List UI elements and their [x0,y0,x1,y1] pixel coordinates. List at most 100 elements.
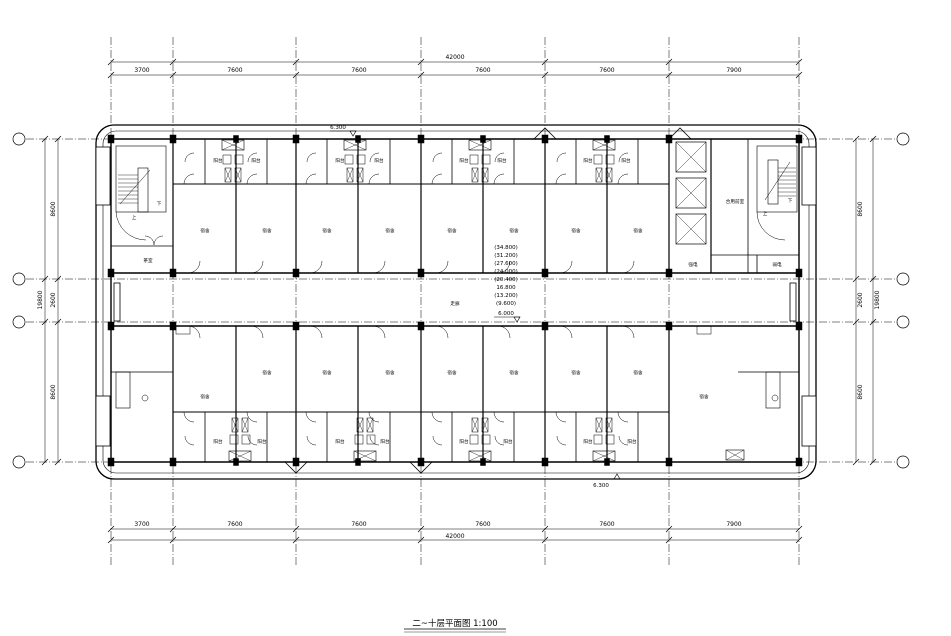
basin [481,434,491,445]
vertical-dim-label-right: 8600 [857,201,864,216]
room-label-weak: 弱电 [772,261,782,268]
shaft-box [592,139,616,151]
dim-tick [107,536,115,544]
dim-tick [169,58,177,66]
door-swing [497,260,511,274]
room-label-dorm: 宿舍 [633,227,643,234]
door-swing [250,325,264,339]
stair-up-label: 上 [763,210,768,217]
dim-tick [169,71,177,79]
room-label-balcony: 阳台 [251,157,261,164]
dim-tick [417,58,425,66]
door-swing [497,325,511,339]
shower-box [481,417,489,433]
row-axis-bubble-right [896,132,910,146]
room-label-dorm: 宿舍 [262,369,272,376]
room-label-dorm: 宿舍 [322,369,332,376]
shower-cross [346,167,354,183]
door-swing [305,173,317,185]
room-label-balcony: 阳台 [583,157,593,164]
total-dim-label-bottom: 42000 [445,533,464,540]
vertical-total-right: 19800 [874,290,881,309]
shower-box [471,417,479,433]
room-label-balcony: 阳台 [380,438,390,445]
door-swing [183,411,195,423]
corridor-end-window [113,282,121,322]
door-swing [372,325,386,339]
dim-tick [292,525,300,533]
dim-tick [541,536,549,544]
shower-cross [595,167,603,183]
sink [696,325,712,335]
level-list-entry: (9.600) [496,301,516,307]
shower-cross [241,417,249,433]
structural-column [541,321,549,331]
dim-tick [169,536,177,544]
row-axis-bubble-left [12,455,26,469]
dim-label-bottom: 7600 [227,521,242,528]
shower-box [481,167,489,183]
shower-cross [356,167,364,183]
structural-column [417,268,425,278]
room-label-balcony: 阳台 [459,438,469,445]
shaft-box [343,139,367,151]
room-label-balcony: 阳台 [257,438,267,445]
dim-label-bottom: 7600 [475,521,490,528]
dim-tick [869,135,877,143]
dim-tick [417,525,425,533]
dim-tick [795,71,803,79]
dim-tick [541,525,549,533]
dim-tick [41,275,49,283]
building-inner-wall [102,130,810,474]
door-swing [369,152,380,163]
elevator-car [675,141,707,173]
room-label-balcony: 阳台 [213,157,223,164]
dim-label-top: 7600 [475,67,490,74]
dim-tick [41,135,49,143]
door-swing [187,260,201,274]
toilet-fixture [141,394,149,402]
level-list-entry: (13.200) [494,293,518,299]
structural-column [107,268,115,278]
structural-column [795,268,803,278]
row-axis-bubble-left [12,272,26,286]
room-label-dorm: 宿舍 [322,227,332,234]
stair-down-label: 下 [788,198,793,204]
structural-column [107,134,115,144]
shower-box [346,167,354,183]
entrance-bay [533,127,557,140]
shower-box [595,417,603,433]
door-swing [247,152,258,163]
door-swing [494,435,505,446]
basin [366,434,376,445]
building-outer-wall [95,124,817,480]
room-label-balcony: 阳台 [335,438,345,445]
door-swing [369,435,380,446]
door-swing [621,325,635,339]
level-list-entry: (24.000) [494,269,518,275]
basin [222,154,232,165]
door-swing [618,152,629,163]
level-corridor: 6.000 [498,311,514,317]
stair-well-right [756,145,798,213]
stair-curve [756,211,786,241]
bay-right [801,395,817,447]
dim-label-bottom: 7900 [726,521,741,528]
dim-tick [795,58,803,66]
basin [241,434,251,445]
row-axis-bubble-right [896,272,910,286]
structural-column [169,457,177,467]
dim-tick [665,58,673,66]
dim-tick [665,71,673,79]
door-swing [494,152,505,163]
elevator-cross [675,213,707,245]
structural-column [795,134,803,144]
basin [344,154,354,165]
shower-cross [605,167,613,183]
shower-box [595,167,603,183]
structural-column [169,134,177,144]
shower-box [356,167,364,183]
door-swing [305,411,317,423]
